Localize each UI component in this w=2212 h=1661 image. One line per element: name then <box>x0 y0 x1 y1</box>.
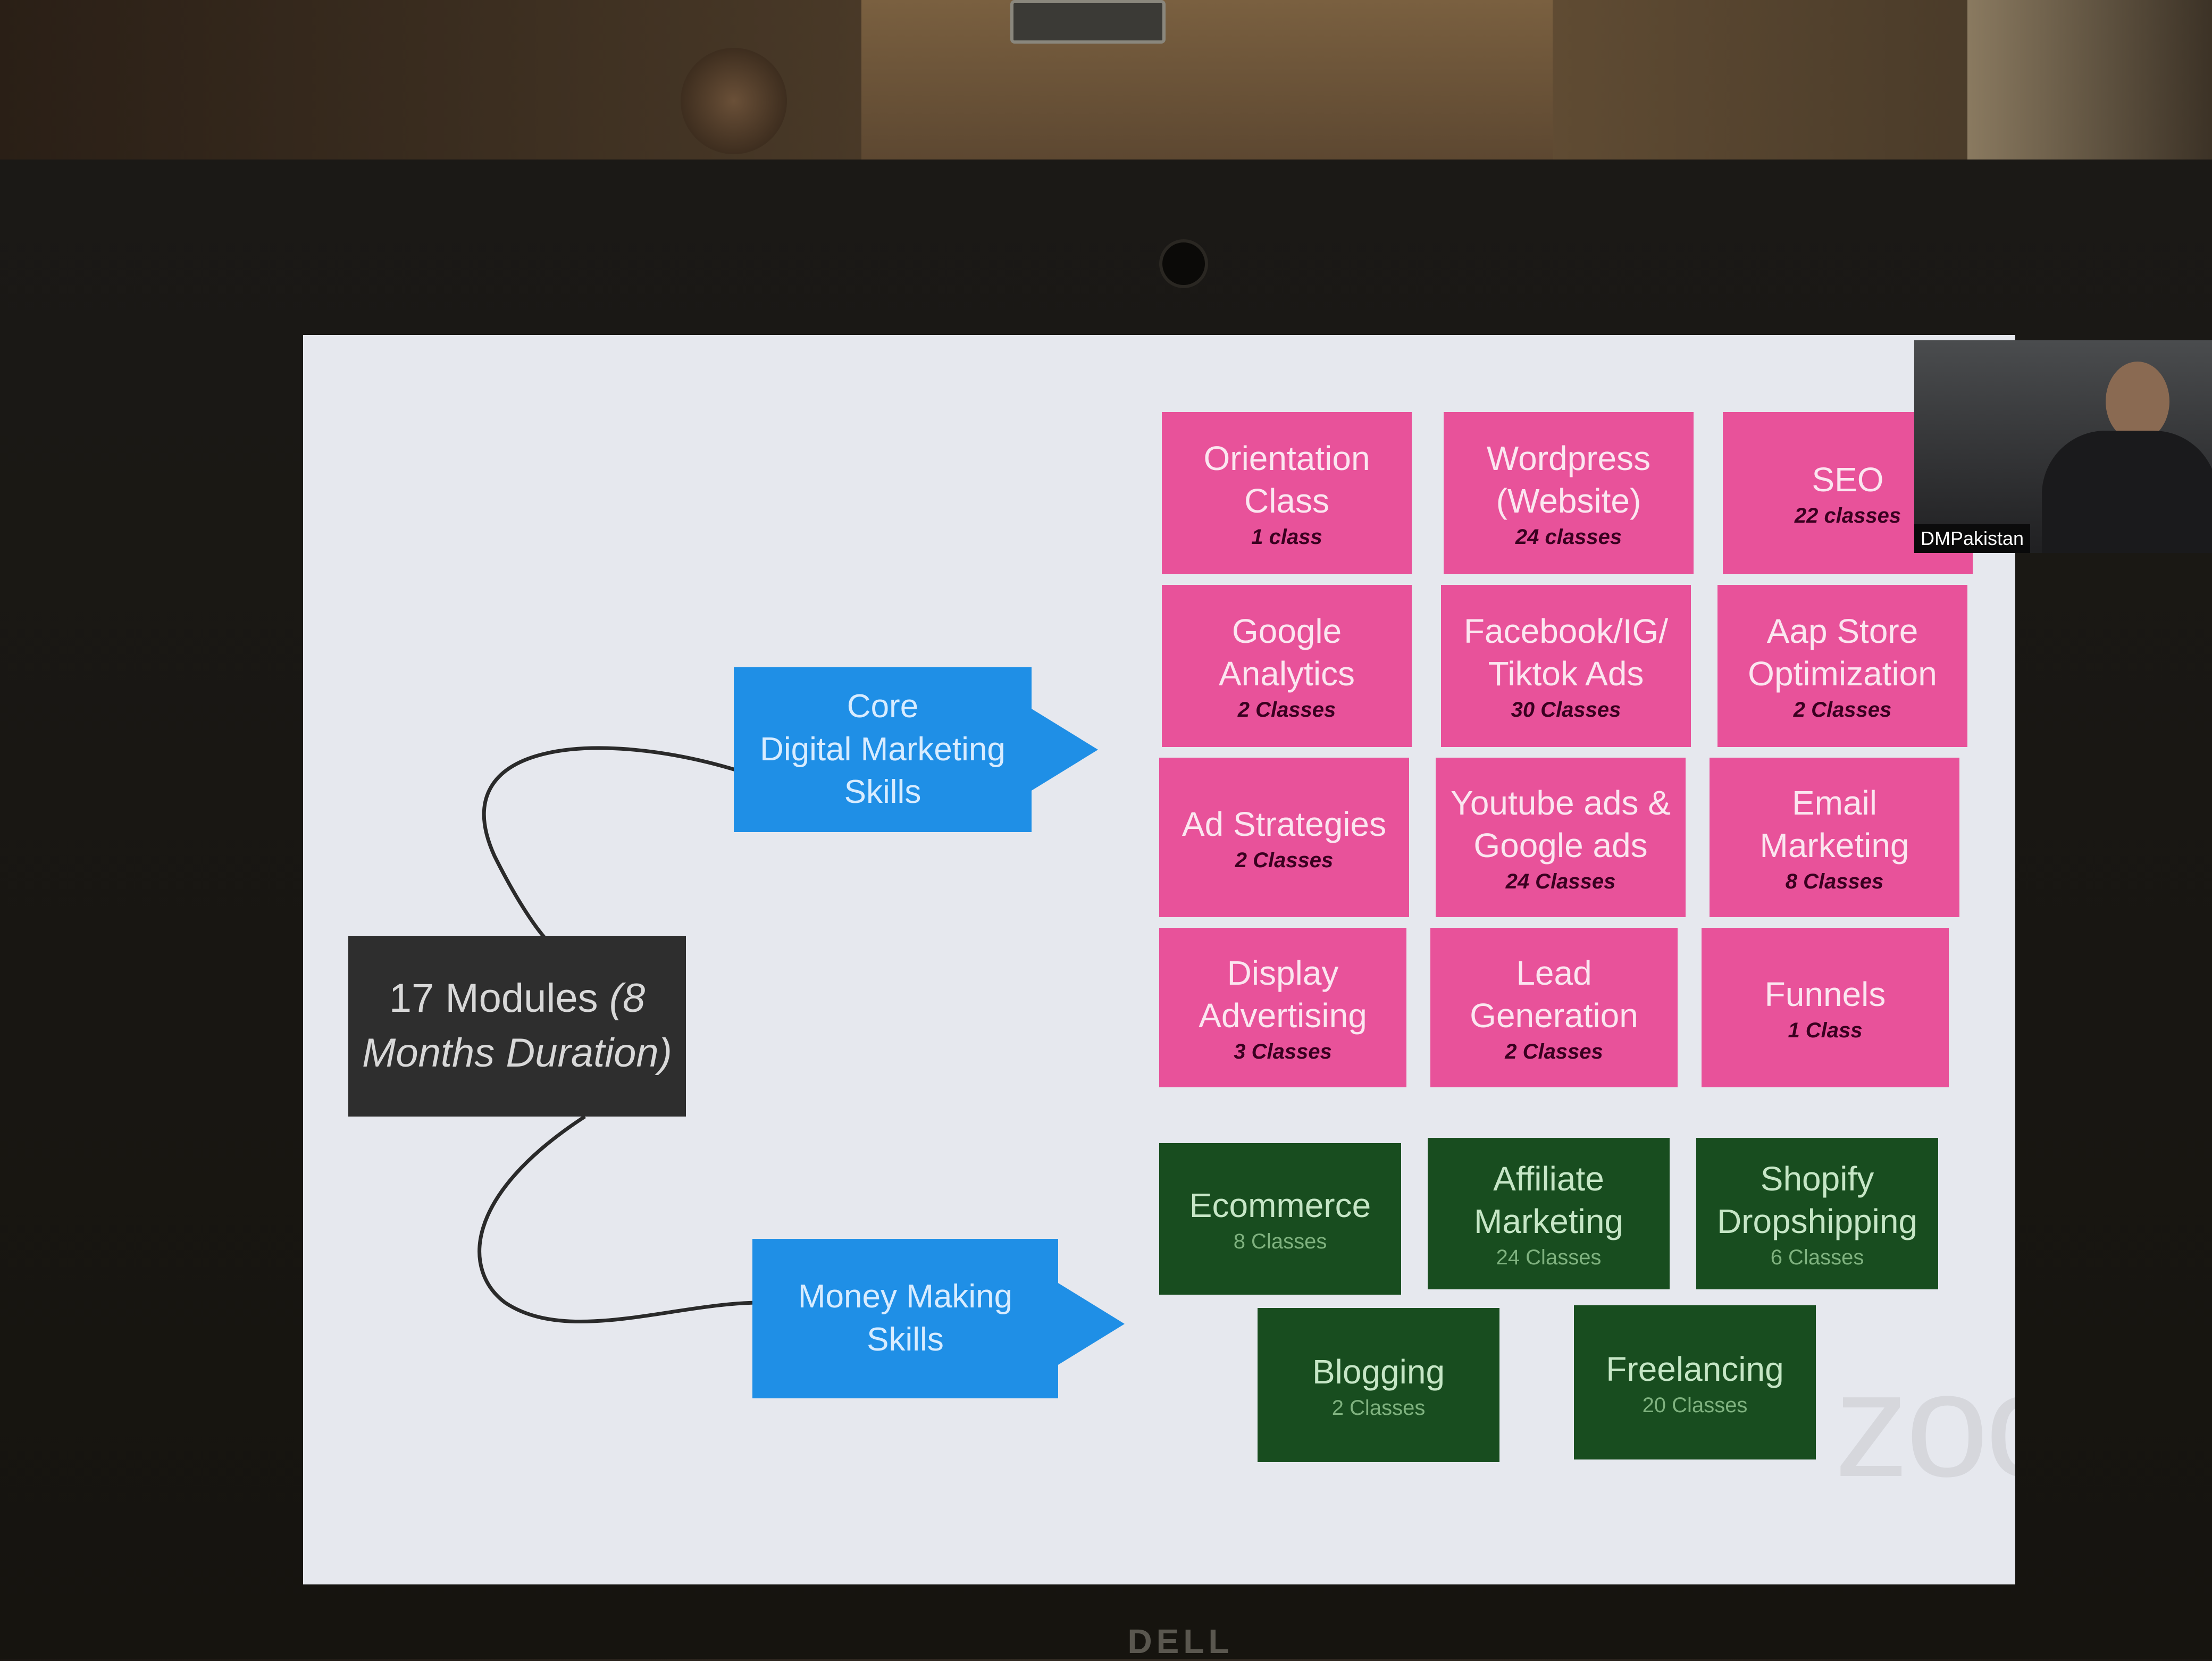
module-count: 8 Classes <box>1785 869 1884 893</box>
module-title: Wordpress (Website) <box>1486 439 1651 520</box>
module-title: Aap Store Optimization <box>1748 612 1937 693</box>
door-handle <box>681 48 787 154</box>
module-count: 20 Classes <box>1642 1393 1748 1417</box>
module-title: SEO <box>1812 460 1884 499</box>
module-tile: Facebook/IG/ Tiktok Ads 30 Classes <box>1441 585 1691 747</box>
module-title: Display Advertising <box>1199 953 1367 1035</box>
participant-body <box>2042 431 2212 553</box>
module-tile: Affiliate Marketing 24 Classes <box>1428 1138 1670 1289</box>
module-title: Freelancing <box>1606 1349 1784 1388</box>
module-title: Ecommerce <box>1189 1186 1371 1224</box>
module-title: Lead Generation <box>1470 953 1638 1035</box>
program-summary-box: 17 Modules (8 Months Duration) <box>348 936 686 1117</box>
module-tile: Orientation Class 1 class <box>1162 412 1412 574</box>
module-title: Google Analytics <box>1218 612 1355 693</box>
module-tile: Aap Store Optimization 2 Classes <box>1717 585 1967 747</box>
module-tile: Wordpress (Website) 24 classes <box>1444 412 1694 574</box>
module-tile: Funnels 1 Class <box>1702 928 1949 1087</box>
module-count: 24 classes <box>1515 525 1622 549</box>
module-title: Funnels <box>1764 975 1886 1013</box>
presentation-slide: 17 Modules (8 Months Duration) Core Digi… <box>303 335 2015 1584</box>
category-money-arrow <box>1055 1281 1125 1366</box>
module-title: Youtube ads & Google ads <box>1451 783 1671 865</box>
module-count: 3 Classes <box>1234 1039 1332 1063</box>
wall-socket <box>1010 0 1166 44</box>
webcam-icon <box>1159 239 1208 288</box>
module-count: 2 Classes <box>1505 1039 1603 1063</box>
module-tile: Display Advertising 3 Classes <box>1159 928 1406 1087</box>
module-count: 1 class <box>1251 525 1322 549</box>
category-core: Core Digital Marketing Skills <box>734 667 1032 832</box>
zoom-watermark: zoom <box>1834 1342 2015 1508</box>
module-tile: Freelancing 20 Classes <box>1574 1305 1816 1459</box>
module-count: 2 Classes <box>1793 698 1892 722</box>
module-count: 8 Classes <box>1233 1230 1327 1253</box>
module-count: 6 Classes <box>1770 1246 1864 1269</box>
module-title: Affiliate Marketing <box>1474 1160 1623 1240</box>
participant-name: DMPakistan <box>1914 524 2031 553</box>
module-count: 24 Classes <box>1505 869 1616 893</box>
module-tile: Youtube ads & Google ads 24 Classes <box>1436 758 1686 917</box>
monitor-brand-logo: DELL <box>1127 1622 1234 1660</box>
module-title: Facebook/IG/ Tiktok Ads <box>1463 612 1669 693</box>
module-tile: Ecommerce 8 Classes <box>1159 1143 1401 1295</box>
module-title: Orientation Class <box>1203 439 1370 520</box>
module-title: Blogging <box>1312 1352 1445 1391</box>
summary-title: 17 Modules <box>389 976 598 1021</box>
category-money: Money Making Skills <box>752 1239 1058 1398</box>
connector-lines <box>477 746 761 1324</box>
module-tile: Ad Strategies 2 Classes <box>1159 758 1409 917</box>
connector-core <box>482 746 740 943</box>
connector-money <box>477 1115 761 1324</box>
module-tile: Blogging 2 Classes <box>1258 1308 1499 1462</box>
module-tile: Email Marketing 8 Classes <box>1710 758 1959 917</box>
module-count: 2 Classes <box>1235 848 1334 872</box>
participant-head <box>2106 362 2169 441</box>
module-title: Shopify Dropshipping <box>1716 1160 1918 1240</box>
module-count: 30 Classes <box>1511 698 1621 722</box>
summary-duration: (8 Months Duration) <box>362 976 672 1076</box>
module-count: 1 Class <box>1788 1018 1863 1042</box>
module-count: 24 Classes <box>1496 1246 1602 1269</box>
module-tile: Google Analytics 2 Classes <box>1162 585 1412 747</box>
background-door <box>861 0 1553 170</box>
module-count: 22 classes <box>1794 504 1901 527</box>
module-tile: Lead Generation 2 Classes <box>1430 928 1678 1087</box>
module-title: Ad Strategies <box>1182 804 1387 843</box>
module-count: 2 Classes <box>1237 698 1336 722</box>
participant-video[interactable]: DMPakistan <box>1914 340 2212 553</box>
module-tile: Shopify Dropshipping 6 Classes <box>1696 1138 1938 1289</box>
module-count: 2 Classes <box>1331 1396 1426 1420</box>
module-title: Email Marketing <box>1759 783 1909 865</box>
background-frame <box>1967 0 2212 175</box>
category-core-arrow <box>1029 707 1098 792</box>
